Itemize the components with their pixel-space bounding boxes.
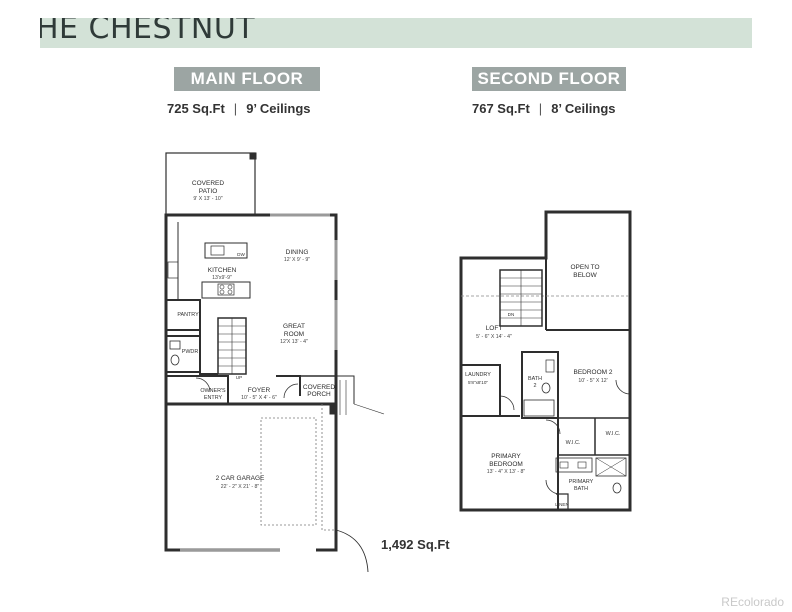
fridge (167, 261, 179, 279)
bath2-name1: BATH (528, 376, 542, 382)
linen-name: LINEN (555, 502, 569, 507)
pwdr-wall (166, 335, 201, 373)
main-floor-label: MAIN FLOOR (174, 67, 320, 91)
pwdr-sink (169, 340, 181, 350)
second-floor-ceilings: 8’ Ceilings (551, 101, 616, 116)
owners-entry-name1: OWNER'S (200, 388, 226, 394)
foyer-wall (276, 375, 301, 396)
bath2-sink (545, 359, 555, 373)
door-swing (283, 383, 299, 399)
kitchen-sink (210, 245, 225, 256)
bathtub (523, 399, 555, 417)
main-floor-info: 725 Sq.Ft | 9’ Ceilings (167, 101, 311, 116)
laundry-name: LAUNDRY (465, 372, 491, 378)
open-to-below-name1: OPEN TO (570, 264, 599, 271)
primary-bath-name1: PRIMARY (569, 479, 594, 485)
separator: | (233, 101, 238, 116)
listing-credit: REcolorado (721, 595, 784, 609)
second-floor-plan (459, 210, 632, 512)
garage-overhead-door-track (260, 417, 317, 526)
bedroom2-name: BEDROOM 2 (573, 369, 612, 376)
garage-dim: 22' - 2" X 21' - 8" (221, 484, 260, 490)
kitchen-dim: 13'x9'-9" (212, 275, 232, 281)
main-floor-sqft: 725 Sq.Ft (167, 101, 225, 116)
main-floor-plan (164, 152, 385, 573)
range (217, 283, 235, 296)
bedroom2-dim: 10' - 5" X 12' (578, 378, 607, 384)
primary-bedroom-name2: BEDROOM (489, 461, 523, 468)
primary-bedroom-name1: PRIMARY (491, 453, 521, 460)
pwdr-name: PWDR (182, 349, 199, 355)
bath2-name2: 2 (534, 383, 537, 389)
second-floor-info: 767 Sq.Ft | 8’ Ceilings (472, 101, 616, 116)
wic2-name: W.I.C. (606, 431, 621, 437)
patio-dim: 9' X 13' - 10" (193, 196, 222, 202)
up-label: UP (236, 375, 242, 380)
second-floor-sqft: 767 Sq.Ft (472, 101, 530, 116)
dw-label: DW (237, 252, 245, 257)
plan-title: HE CHESTNUT (40, 18, 256, 46)
open-to-below-name2: BELOW (573, 272, 597, 279)
title-banner: HE CHESTNUT (40, 18, 752, 48)
second-floor-label: SECOND FLOOR (472, 67, 626, 91)
kitchen-counter (201, 281, 251, 299)
garage-name: 2 CAR GARAGE (216, 475, 265, 482)
dn-label: DN (508, 312, 515, 317)
main-floor-ceilings: 9’ Ceilings (246, 101, 311, 116)
patio-name2: PATIO (199, 188, 218, 195)
owners-entry-name2: ENTRY (204, 395, 223, 401)
shower (595, 457, 627, 477)
dining-dim: 12' X 9' - 9" (284, 257, 310, 263)
great-room-name1: GREAT (283, 323, 305, 330)
great-room-name2: ROOM (284, 331, 304, 338)
wic1-name: W.I.C. (566, 440, 581, 446)
dining-name: DINING (286, 249, 309, 256)
porch-name2: PORCH (307, 391, 331, 398)
door-swing (195, 377, 211, 393)
patio-name1: COVERED (192, 180, 224, 187)
foyer-dim: 10' - 5" X 4' - 6" (241, 395, 277, 401)
bath2-toilet (541, 382, 551, 394)
kitchen-island (204, 242, 248, 259)
laundry-dim: 5'8"x8'10" (468, 380, 488, 385)
loft-dim: 5' - 6" X 14' - 4" (476, 334, 512, 340)
vanity (555, 457, 593, 473)
toilet (170, 354, 180, 366)
driveway-edge (335, 529, 369, 573)
total-sqft: 1,492 Sq.Ft (381, 537, 450, 552)
loft-name: LOFT (486, 325, 503, 332)
separator: | (538, 101, 543, 116)
primary-bath-name2: BATH (574, 486, 588, 492)
great-room-dim: 12'X 13' - 4" (280, 339, 308, 345)
patio-post (249, 152, 257, 160)
foyer-name: FOYER (248, 387, 271, 394)
entry-wall (166, 375, 229, 404)
pantry-name: PANTRY (177, 312, 199, 318)
porch-name1: COVERED (303, 384, 335, 391)
primary-toilet (612, 482, 622, 494)
stair-wall (199, 300, 218, 375)
primary-bedroom-dim: 13' - 4" X 13' - 8" (487, 469, 526, 475)
kitchen-name: KITCHEN (208, 267, 237, 274)
bath2-wall (521, 351, 559, 419)
